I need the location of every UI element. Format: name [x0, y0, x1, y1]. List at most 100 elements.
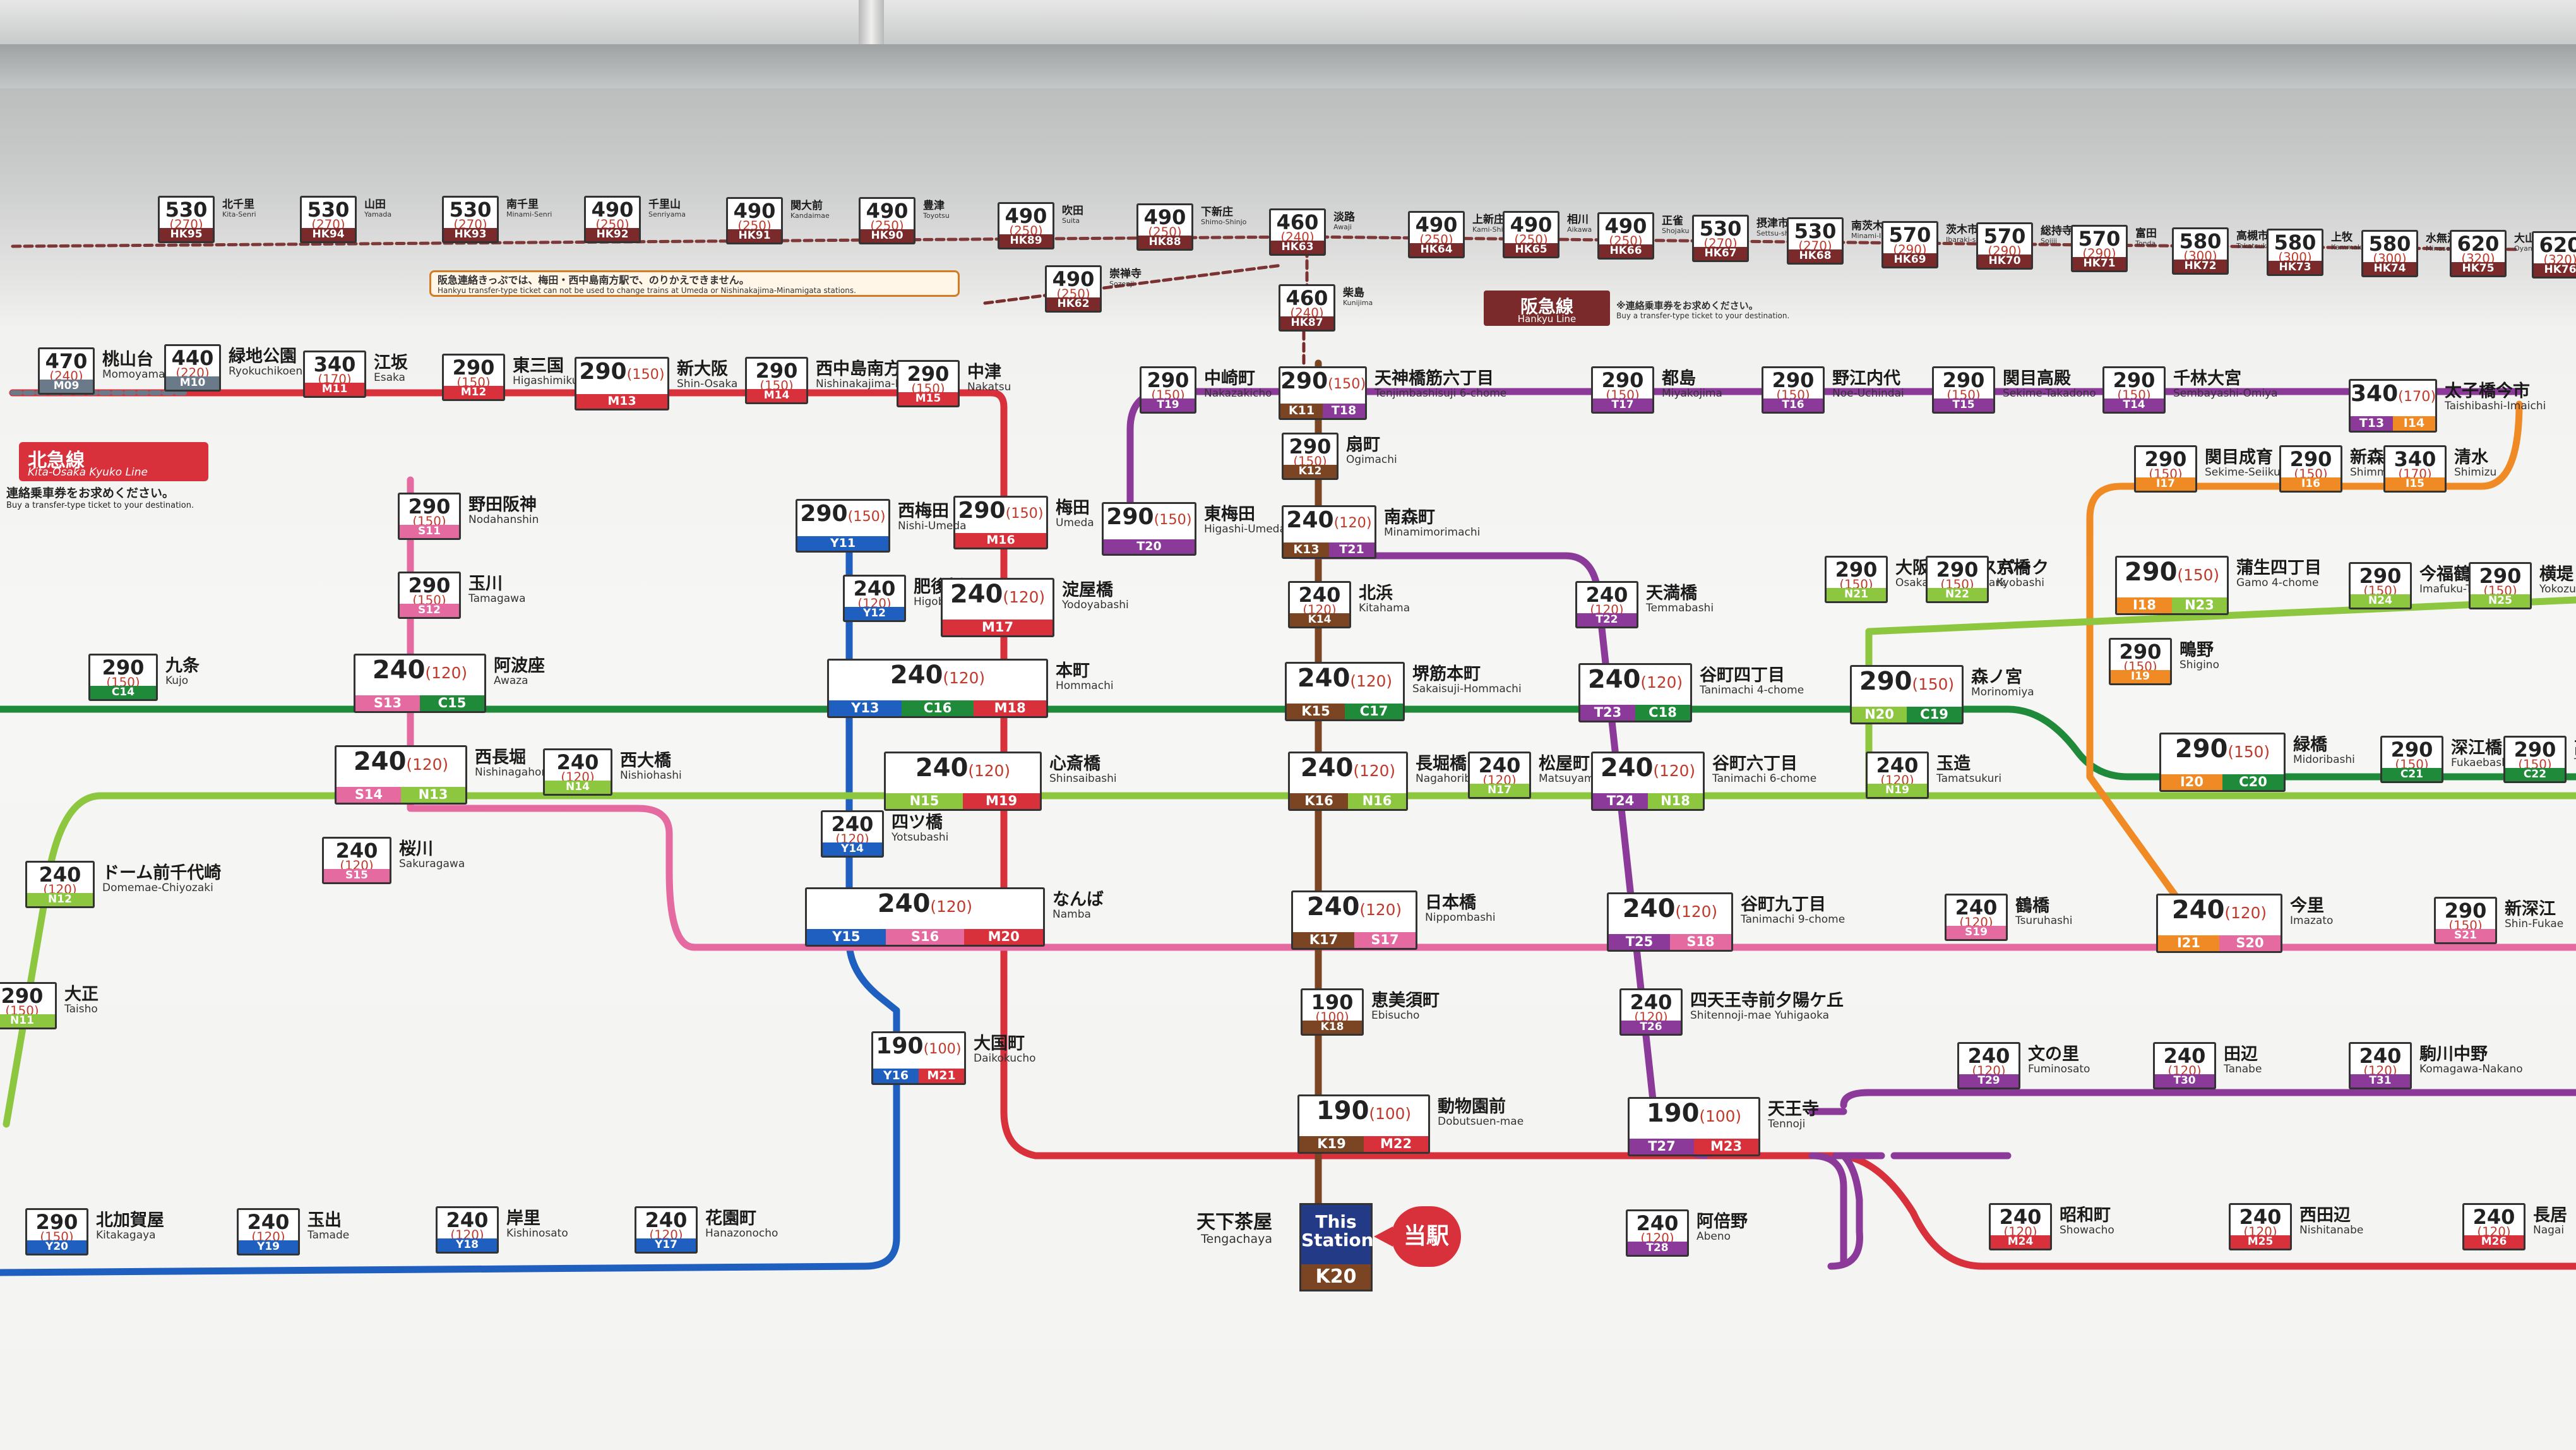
station-box[interactable]: 490(250)HK90 [859, 197, 915, 244]
station-box[interactable]: 290(150)Y11 [796, 499, 890, 553]
station-box[interactable]: 290(150)M13 [575, 357, 669, 410]
station-box[interactable]: 290(150)M15 [897, 360, 960, 407]
station-box[interactable]: 240(120)K14 [1288, 581, 1351, 628]
station-box[interactable]: 240(120)N19 [1866, 752, 1929, 799]
station-box[interactable]: 240(120)S19 [1945, 894, 2008, 941]
station-box[interactable]: 240(120)M26 [2462, 1203, 2525, 1250]
station-box[interactable]: 580(300)HK72 [2172, 227, 2229, 275]
station-box[interactable]: 470(240)M09 [38, 347, 95, 395]
station-box[interactable]: 340(170)I15 [2383, 445, 2447, 493]
station-box[interactable]: 530(270)HK93 [442, 196, 499, 243]
station-box[interactable]: 290(150)M12 [442, 354, 505, 401]
station-box[interactable]: 530(270)HK94 [300, 196, 357, 243]
station-box[interactable]: 490(250)HK64 [1408, 211, 1465, 258]
station-box[interactable]: 290(150)K12 [1282, 433, 1339, 480]
station-box[interactable]: 240(120)T29 [1957, 1042, 2020, 1089]
station-box[interactable]: 290(150)N24 [2349, 562, 2412, 609]
station-box[interactable]: 290(150)C14 [88, 654, 158, 701]
station-box[interactable]: 580(300)HK73 [2267, 229, 2323, 276]
station-box[interactable]: 290(150)I19 [2109, 638, 2172, 685]
station-box[interactable]: 290(150)I17 [2134, 445, 2197, 493]
station-box[interactable]: 240(120)T31 [2349, 1042, 2412, 1089]
station-box[interactable]: 240(120)Y12 [843, 575, 906, 622]
station-box[interactable]: 240(120)T22 [1575, 581, 1638, 628]
station-box[interactable]: 570(290)HK70 [1976, 222, 2033, 270]
station-box[interactable]: 240(120)M24 [1989, 1203, 2052, 1250]
station-box[interactable]: 530(270)HK95 [158, 196, 215, 243]
station-box[interactable]: 530(270)HK68 [1787, 217, 1844, 265]
station-box[interactable]: 530(270)HK67 [1692, 215, 1749, 262]
station-box[interactable]: 460(240)HK87 [1279, 284, 1335, 332]
station-box[interactable]: 240(120)T26 [1619, 988, 1683, 1036]
station-box[interactable]: 240(120)N14 [543, 748, 612, 796]
station-box[interactable]: 240(120)T28 [1626, 1209, 1689, 1257]
station-box[interactable]: 290(150)T17 [1591, 366, 1654, 414]
station-box[interactable]: 290(150)N21 [1825, 556, 1888, 603]
station-box[interactable]: 290(150)S11 [398, 493, 461, 540]
station-box[interactable]: 290(150)T14 [2102, 366, 2166, 414]
station-box[interactable]: 290(150)I16 [2279, 445, 2342, 493]
station-box[interactable]: 240(120)N12 [25, 861, 95, 908]
station-box[interactable]: 580(300)HK74 [2361, 230, 2418, 277]
station-box[interactable]: 290(150)S21 [2434, 897, 2497, 944]
station-box[interactable]: 290(150)Y20 [25, 1208, 88, 1255]
station-box[interactable]: 290(150)C22 [2503, 736, 2567, 783]
station-box[interactable]: 570(290)HK71 [2071, 225, 2128, 272]
station-box[interactable]: 490(250)HK65 [1503, 211, 1559, 258]
station-box[interactable]: 240(120)M17 [941, 578, 1054, 637]
station-box[interactable]: 290(150)C21 [2380, 736, 2443, 783]
station-box[interactable]: 490(250)HK88 [1136, 203, 1193, 251]
station-box[interactable]: 460(240)HK63 [1269, 208, 1326, 256]
station-box[interactable]: 290(150)T15 [1932, 366, 1995, 414]
station-box[interactable]: 490(250)HK89 [998, 202, 1054, 249]
station-box[interactable]: 440(220)M10 [164, 344, 221, 392]
station-box[interactable]: 290(150)M16 [953, 496, 1048, 549]
station-box[interactable]: 240(120)T30 [2153, 1042, 2216, 1089]
station-box[interactable]: 190(100)K18 [1301, 988, 1364, 1036]
station-box[interactable]: 620(320)HK75 [2450, 230, 2507, 277]
station-box[interactable]: 290(150)T19 [1140, 366, 1196, 414]
station-box[interactable]: 490(250)HK92 [584, 196, 641, 243]
station-box[interactable]: 240(120)Y17 [635, 1206, 698, 1254]
station-box[interactable]: 290(150)N11 [0, 982, 57, 1029]
station-box[interactable]: 240(120)M25 [2229, 1203, 2292, 1250]
station-box[interactable]: 240(120)N17 [1468, 752, 1531, 799]
station-box[interactable]: 490(250)HK91 [726, 197, 783, 244]
station-box[interactable]: 240(120)Y18 [436, 1206, 499, 1254]
station-box[interactable]: 290(150)T20 [1102, 502, 1196, 556]
station-box[interactable]: 290(150)T16 [1762, 366, 1825, 414]
station-box[interactable]: 240(120)Y14 [821, 810, 884, 858]
station-box[interactable]: 490(250)HK62 [1045, 265, 1102, 313]
station-box[interactable]: 290(150)M14 [745, 357, 808, 404]
station-box[interactable]: 290(150)S12 [398, 572, 461, 619]
station-box[interactable]: 240(120)Y19 [237, 1208, 300, 1255]
station-box[interactable]: 570(290)HK69 [1881, 221, 1938, 268]
station-box[interactable]: 240(120)S15 [322, 837, 391, 884]
station-box[interactable]: 490(250)HK66 [1597, 212, 1654, 260]
station-box[interactable]: 290(150)N22 [1926, 556, 1989, 603]
station-box[interactable]: 290(150)N25 [2469, 562, 2532, 609]
station-box[interactable]: 340(170)M11 [303, 351, 366, 398]
station-box[interactable]: 620(320)HK76 [2532, 231, 2576, 279]
